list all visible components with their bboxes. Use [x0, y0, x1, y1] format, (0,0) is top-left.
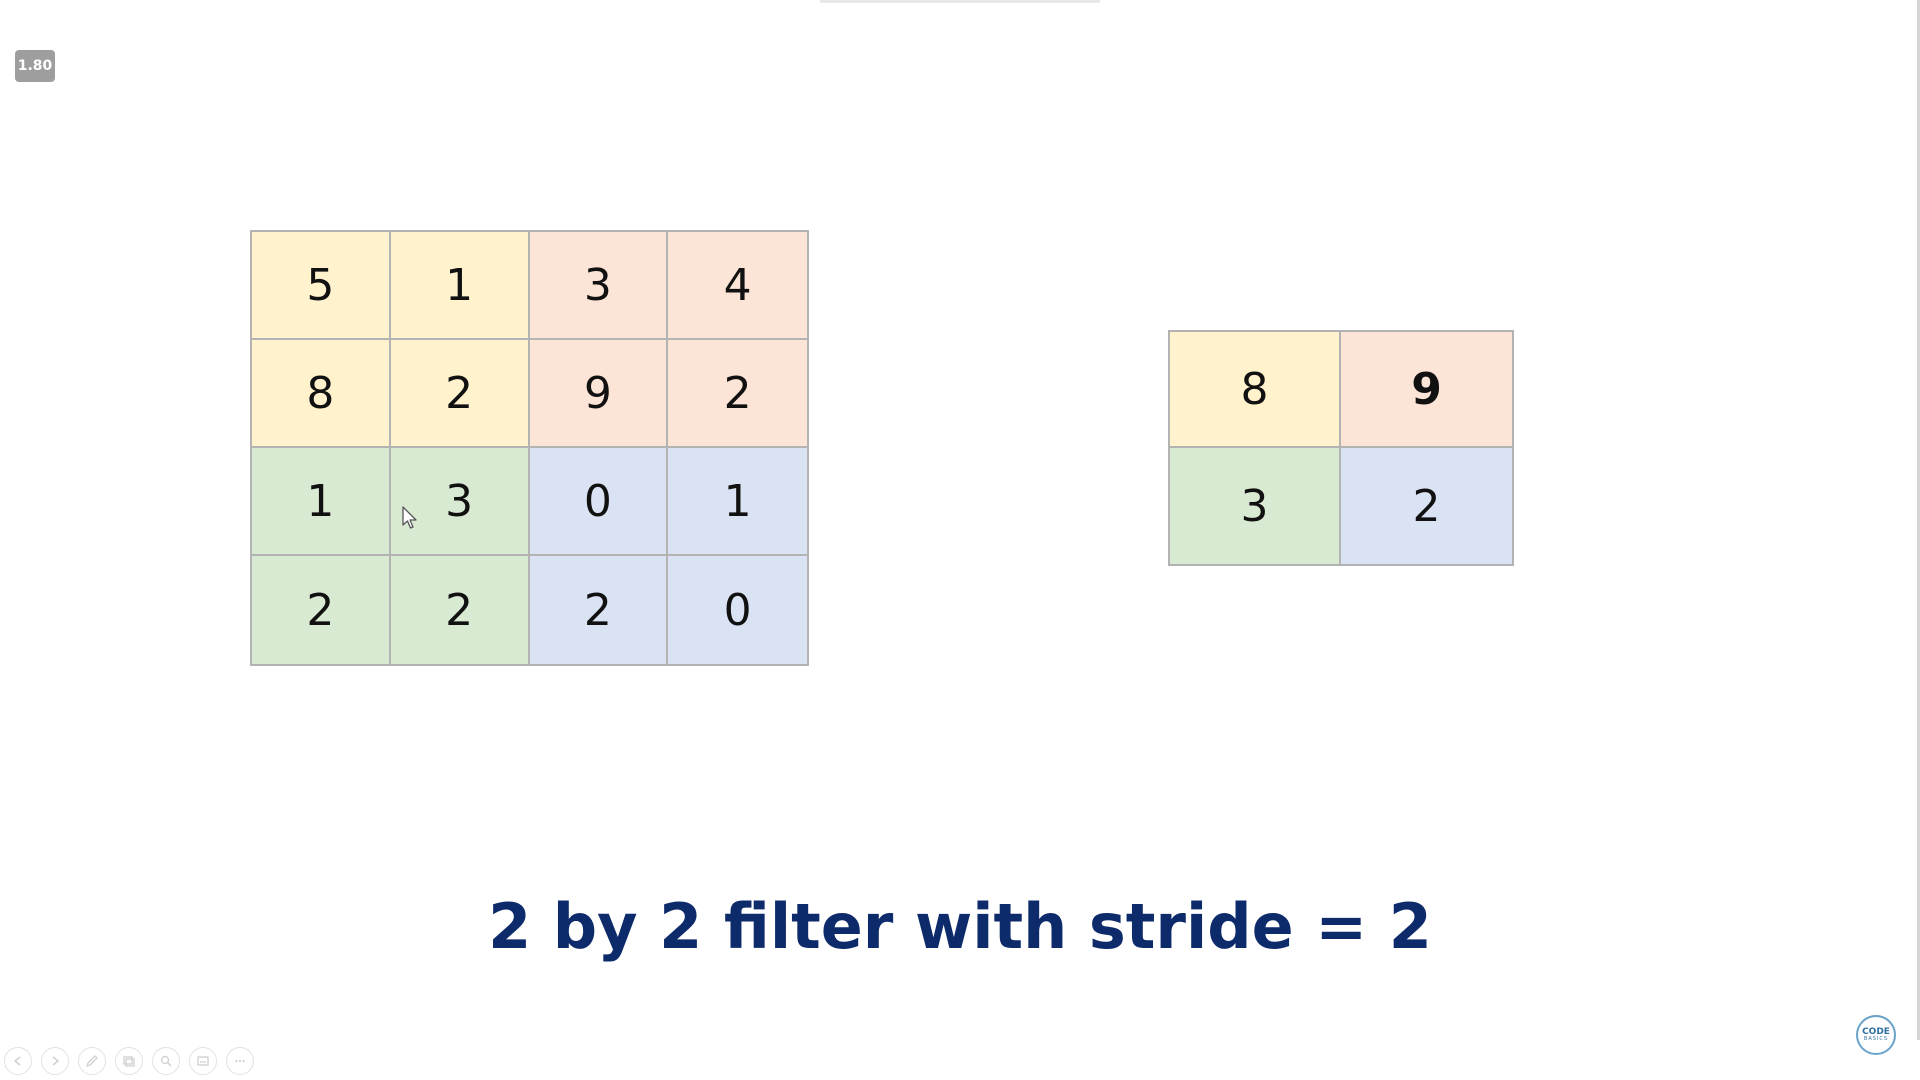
- next-icon[interactable]: [41, 1047, 69, 1075]
- player-toolbar: [4, 1047, 254, 1075]
- input-cell-r3-c2: 3: [390, 448, 530, 556]
- logo-line-2: BASICS: [1863, 1036, 1889, 1042]
- mouse-cursor-icon: [402, 506, 417, 529]
- more-icon[interactable]: [226, 1047, 254, 1075]
- input-cell-r2-c1: 8: [252, 340, 391, 448]
- input-cell-r4-c3: 2: [529, 556, 669, 664]
- input-cell-r3-c3: 0: [529, 448, 669, 556]
- input-matrix: 5 1 3 4 8 2 9 2 1 3 0 1 2 2 2 0: [250, 230, 809, 666]
- zoom-icon[interactable]: [152, 1047, 180, 1075]
- input-cell-r1-c4: 4: [668, 232, 807, 340]
- subtitles-icon[interactable]: [189, 1047, 217, 1075]
- logo-line-1: CODE: [1862, 1027, 1890, 1037]
- output-cell-r1-c2: 9: [1341, 332, 1512, 448]
- input-cell-r1-c1: 5: [252, 232, 391, 340]
- input-cell-r3-c1: 1: [252, 448, 391, 556]
- input-cell-r1-c3: 3: [529, 232, 669, 340]
- playback-speed-badge[interactable]: 1.80: [15, 50, 55, 82]
- pen-icon[interactable]: [78, 1047, 106, 1075]
- top-edge-bar: [820, 0, 1100, 3]
- output-cell-r2-c2: 2: [1341, 448, 1512, 564]
- slides-icon[interactable]: [115, 1047, 143, 1075]
- output-cell-r1-c1: 8: [1170, 332, 1341, 448]
- slide-caption: 2 by 2 filter with stride = 2: [488, 890, 1432, 963]
- right-edge-border: [1917, 0, 1920, 1040]
- output-matrix: 8 9 3 2: [1168, 330, 1514, 566]
- input-cell-r3-c4: 1: [668, 448, 807, 556]
- input-cell-r4-c1: 2: [252, 556, 391, 664]
- codebasics-logo: CODE BASICS: [1856, 1015, 1896, 1055]
- input-cell-r2-c2: 2: [390, 340, 530, 448]
- input-cell-r4-c4: 0: [668, 556, 807, 664]
- output-cell-r2-c1: 3: [1170, 448, 1341, 564]
- input-cell-r2-c4: 2: [668, 340, 807, 448]
- input-cell-r4-c2: 2: [390, 556, 530, 664]
- prev-icon[interactable]: [4, 1047, 32, 1075]
- input-cell-r2-c3: 9: [529, 340, 669, 448]
- input-cell-r1-c2: 1: [390, 232, 530, 340]
